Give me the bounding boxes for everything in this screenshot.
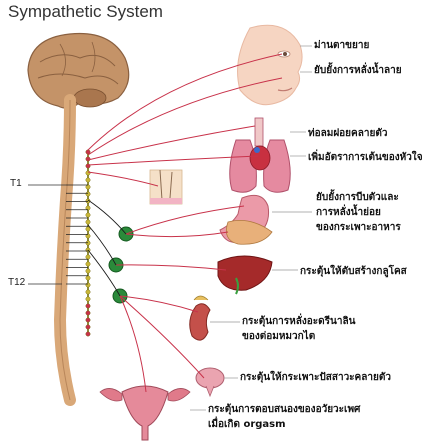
- effect-line: เมื่อเกิด orgasm: [208, 417, 360, 432]
- kidney-adrenal-illustration: [190, 296, 210, 340]
- effect-liver: กระตุ้นให้ตับสร้างกลูโคส: [300, 264, 407, 279]
- chain-ganglion-dot: [86, 290, 90, 294]
- effect-line: ยับยั้งการหลั่งน้ำลาย: [314, 63, 402, 78]
- chain-ganglion-dot: [86, 255, 90, 259]
- chain-ganglion-dot: [86, 171, 90, 175]
- chain-ganglion-dot: [86, 297, 90, 301]
- level-t1-label: T1: [10, 178, 22, 189]
- nerve-to-bladder: [120, 296, 204, 378]
- nerve-to-liver: [116, 265, 226, 270]
- effect-adrenal: กระตุ้นการหลั่งอะดรีนาลิน ของต่อมหมวกไต: [242, 314, 355, 344]
- liver-illustration: [218, 256, 272, 294]
- stomach-illustration: [220, 195, 272, 244]
- effect-stomach: ยับยั้งการบีบตัวและ การหลั่งน้ำย่อย ของก…: [316, 190, 401, 235]
- effect-line: เพิ่มอัตราการเต้นของหัวใจ: [308, 150, 423, 165]
- spinal-cord: [60, 100, 70, 400]
- chain-ganglion-dot: [86, 178, 90, 182]
- chain-ganglion-dot: [86, 213, 90, 217]
- effect-reproductive: กระตุ้นการตอบสนองของอวัยวะเพศ เมื่อเกิด …: [208, 402, 360, 432]
- chain-ganglion-dot: [86, 318, 90, 322]
- bladder-illustration: [196, 368, 224, 396]
- nerve-to-skin: [88, 172, 158, 186]
- nerve-to-pancreas: [126, 232, 228, 237]
- effect-eye-salivary: ม่านตาขยาย ยับยั้งการหลั่งน้ำลาย: [314, 38, 402, 78]
- nerve-to-adrenal: [120, 296, 198, 312]
- chain-ganglion-dot: [86, 311, 90, 315]
- preganglionic-fibers: [88, 200, 126, 296]
- effect-line: ม่านตาขยาย: [314, 38, 402, 53]
- chain-ganglion-dot: [86, 185, 90, 189]
- effect-line: กระตุ้นการตอบสนองของอวัยวะเพศ: [208, 402, 360, 417]
- effect-lungs-heart: ท่อลมฝอยคลายตัว เพิ่มอัตราการเต้นของหัวใ…: [308, 126, 423, 165]
- chain-ganglion-dot: [86, 325, 90, 329]
- chain-ganglion-dot: [86, 220, 90, 224]
- chain-ganglion-dot: [86, 283, 90, 287]
- nerve-to-reproductive: [120, 296, 146, 392]
- chain-ganglion-dot: [86, 192, 90, 196]
- effect-line: ของต่อมหมวกไต: [242, 329, 355, 344]
- chain-ganglion-dot: [86, 269, 90, 273]
- level-t12-label: T12: [8, 277, 25, 288]
- nerve-to-lung: [88, 126, 255, 160]
- chain-ganglion-dot: [86, 157, 90, 161]
- effect-line: ของกระเพาะอาหาร: [316, 220, 401, 235]
- effect-bladder: กระตุ้นให้กระเพาะปัสสาวะคลายตัว: [240, 370, 391, 385]
- reproductive-illustration: [100, 386, 190, 440]
- brain-illustration: [28, 34, 129, 109]
- chain-ganglion-dot: [86, 304, 90, 308]
- effect-line: ท่อลมฝอยคลายตัว: [308, 126, 423, 141]
- effect-line: กระตุ้นให้กระเพาะปัสสาวะคลายตัว: [240, 370, 391, 385]
- effect-line: กระตุ้นให้ตับสร้างกลูโคส: [300, 264, 407, 279]
- face-illustration: [238, 25, 303, 104]
- chain-ganglion-dot: [86, 332, 90, 336]
- chain-ganglion-dot: [86, 276, 90, 280]
- skin-follicle-illustration: [150, 170, 182, 204]
- effect-line: กระตุ้นการหลั่งอะดรีนาลิน: [242, 314, 355, 329]
- chain-ganglion-dot: [86, 262, 90, 266]
- effect-line: ยับยั้งการบีบตัวและ: [316, 190, 401, 205]
- effect-line: การหลั่งน้ำย่อย: [316, 205, 401, 220]
